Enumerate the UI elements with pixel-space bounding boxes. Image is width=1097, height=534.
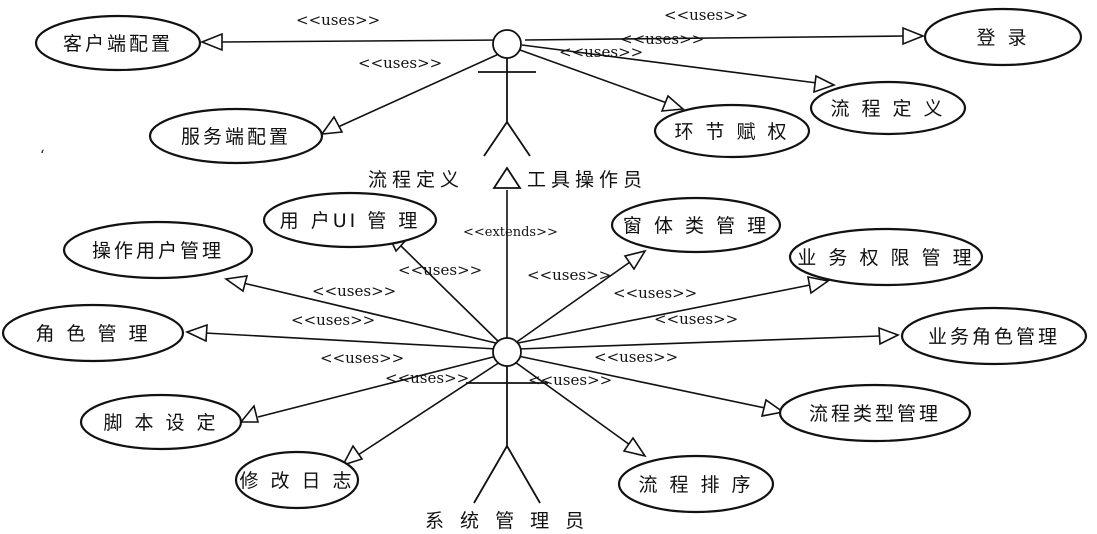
bottom-stereotypes: <<uses>> <<uses>> <<uses>> <<uses>> <<us… xyxy=(291,261,738,389)
use-case-label: 窗 体 类 管 理 xyxy=(623,215,769,237)
top-actor xyxy=(478,29,536,157)
use-case-server-config: 服务端配置 xyxy=(148,107,324,165)
use-case-label: 操作用户管理 xyxy=(92,240,224,262)
use-case-user-ui: 用 户UI 管 理 xyxy=(262,191,438,249)
use-case-label: 脚 本 设 定 xyxy=(103,412,218,434)
use-case-link-auth: 环 节 赋 权 xyxy=(653,103,811,159)
uses-label: <<uses>> xyxy=(527,266,611,284)
use-case-label: 用 户UI 管 理 xyxy=(280,210,421,232)
use-case-label: 流 程 定 义 xyxy=(830,98,945,120)
use-case-role: 角 色 管 理 xyxy=(1,303,185,363)
uses-label: <<uses>> xyxy=(654,310,738,328)
stray-mark: ‘ xyxy=(40,148,44,164)
use-case-label: 流 程 排 序 xyxy=(638,474,753,496)
use-case-flow-def: 流 程 定 义 xyxy=(809,80,967,136)
uses-label: <<uses>> xyxy=(594,348,678,366)
use-case-script: 脚 本 设 定 xyxy=(79,393,243,451)
use-case-label: 业务角色管理 xyxy=(928,326,1060,348)
use-case-client-config: 客户端配置 xyxy=(34,14,202,72)
uses-label: <<uses>> xyxy=(559,43,643,61)
use-case-biz-perm: 业 务 权 限 管 理 xyxy=(788,227,984,287)
use-case-modify-log: 修 改 日 志 xyxy=(234,450,360,510)
use-case-label: 客户端配置 xyxy=(63,33,173,55)
uses-label: <<uses>> xyxy=(312,282,396,300)
use-case-window-class: 窗 体 类 管 理 xyxy=(610,196,782,254)
use-case-label: 登 录 xyxy=(976,27,1029,49)
use-case-label: 业 务 权 限 管 理 xyxy=(797,247,974,269)
use-case-login: 登 录 xyxy=(923,7,1083,67)
uses-label: <<uses>> xyxy=(613,284,697,302)
use-case-op-user: 操作用户管理 xyxy=(62,220,254,280)
use-case-flow-type: 流程类型管理 xyxy=(778,383,972,443)
uses-label: <<uses>> xyxy=(664,6,748,24)
uses-label: <<uses>> xyxy=(320,349,404,367)
top-associations xyxy=(199,26,926,135)
top-actor-name: 流程定义 xyxy=(368,169,464,191)
uses-label: <<uses>> xyxy=(620,30,704,48)
uses-label: <<uses>> xyxy=(398,261,482,279)
use-case-label: 修 改 日 志 xyxy=(239,470,354,492)
top-stereotypes: <<uses>> <<uses>> <<uses>> <<uses>> <<us… xyxy=(296,6,748,72)
bottom-actor-name: 系 统 管 理 员 xyxy=(425,510,589,532)
use-case-label: 流程类型管理 xyxy=(809,403,941,425)
uses-label: <<uses>> xyxy=(385,369,469,387)
use-case-label: 角 色 管 理 xyxy=(35,323,150,345)
use-case-flow-sort: 流 程 排 序 xyxy=(617,454,775,514)
extends-relation: <<extends>> xyxy=(463,166,558,338)
uses-label: <<uses>> xyxy=(296,11,380,29)
use-case-label: 环 节 赋 权 xyxy=(674,121,789,143)
uses-label: <<uses>> xyxy=(528,371,612,389)
use-case-biz-role: 业务角色管理 xyxy=(900,306,1088,366)
bottom-actor xyxy=(466,337,548,504)
uses-label: <<uses>> xyxy=(291,311,375,329)
use-case-label: 服务端配置 xyxy=(181,126,291,148)
top-actor-name-suffix: 工具操作员 xyxy=(527,169,647,191)
extends-label: <<extends>> xyxy=(463,225,558,240)
uses-label: <<uses>> xyxy=(358,54,442,72)
bottom-associations xyxy=(184,230,901,467)
